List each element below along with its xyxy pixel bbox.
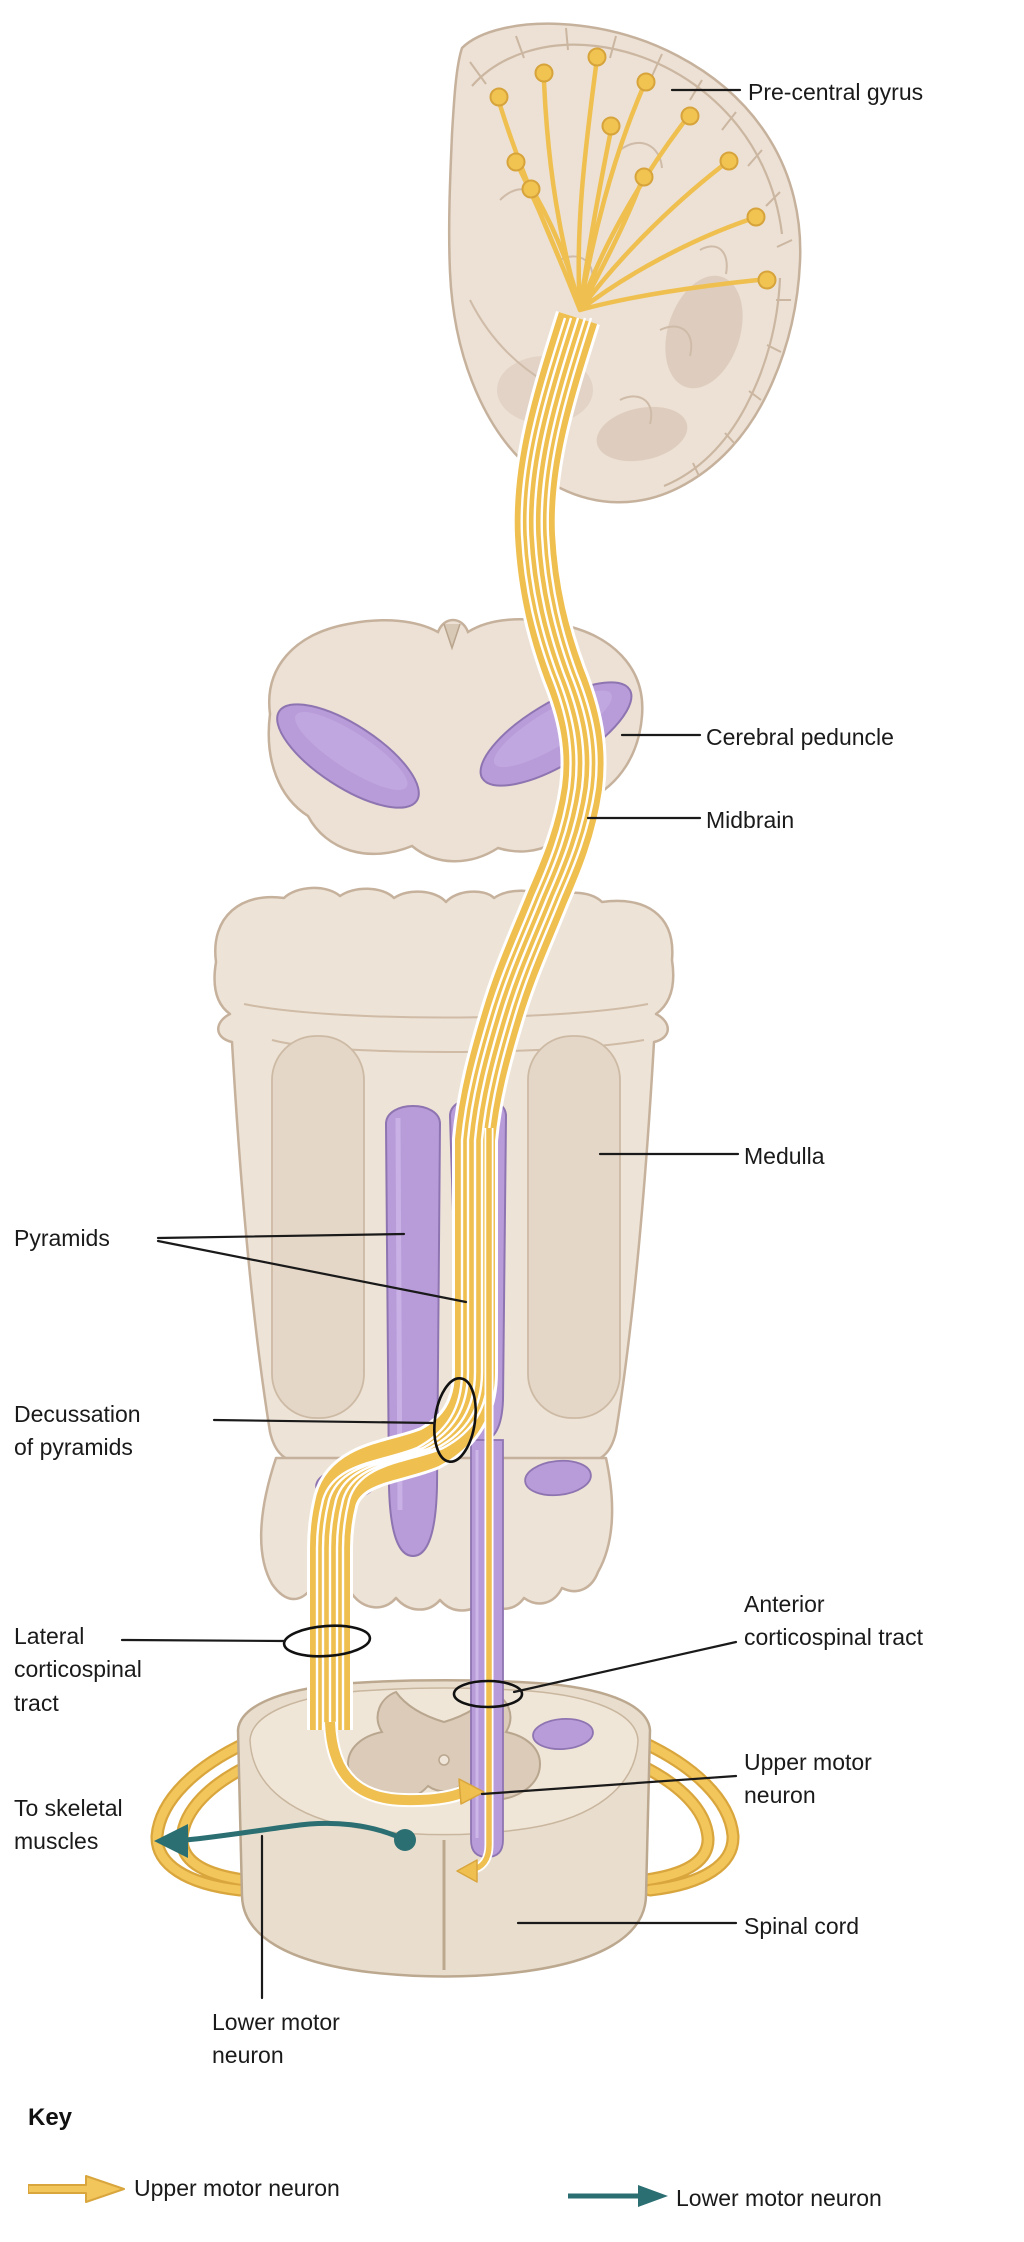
bundle-fiber-separators	[315, 317, 598, 1730]
annotation-circles	[282, 1377, 524, 1709]
medulla-illustration	[213, 886, 675, 1612]
neuron-boutons	[489, 47, 777, 290]
medulla-olive-right	[527, 1035, 621, 1419]
medulla-olive-left	[271, 1035, 365, 1419]
label-upper-motor-neuron: Upper motor neuron	[744, 1749, 872, 1809]
corticospinal-fiber-bundle	[307, 311, 607, 1883]
cortical-neurons	[489, 47, 777, 313]
anterior-tract-cord-oval	[532, 1717, 594, 1751]
key-upper-motor-neuron-label: Upper motor neuron	[134, 2175, 340, 2201]
neuron-branches	[497, 63, 761, 313]
label-cerebral-peduncle: Cerebral peduncle	[706, 724, 894, 750]
label-midbrain: Midbrain	[706, 807, 795, 833]
anterior-tract-circle	[452, 1679, 524, 1709]
upper-motor-terminal	[325, 1721, 470, 1806]
leader-lines	[120, 88, 742, 2000]
label-lateral-corticospinal-tract: Lateral corticospinal tract	[14, 1623, 142, 1716]
central-canal	[438, 1754, 450, 1766]
label-anterior-corticospinal-tract: Anterior corticospinal tract	[744, 1591, 923, 1651]
lower-motor-neuron-axon	[154, 1820, 416, 1858]
decussation-circle	[433, 1377, 477, 1463]
upper-motor-arrowhead	[458, 1778, 485, 1805]
key-lower-motor-neuron-label: Lower motor neuron	[676, 2185, 882, 2211]
label-pyramids: Pyramids	[14, 1225, 110, 1251]
lateral-tract-circle	[282, 1624, 372, 1658]
anterior-fiber-arrowhead	[456, 1859, 478, 1883]
label-lower-motor-neuron: Lower motor neuron	[212, 2009, 340, 2069]
label-spinal-cord: Spinal cord	[744, 1913, 860, 1939]
pyramid-left	[384, 1105, 442, 1558]
lower-motor-axon-path	[185, 1820, 407, 1843]
label-medulla: Medulla	[744, 1143, 825, 1169]
lower-motor-neuron-arrow-icon	[568, 2185, 668, 2207]
anterior-tract-cross-section-oval	[524, 1459, 592, 1497]
label-decussation-of-pyramids: Decussation of pyramids	[14, 1401, 141, 1461]
label-precentral-gyrus: Pre-central gyrus	[748, 79, 924, 105]
cerebral-peduncle-left-highlight	[295, 711, 408, 790]
cerebral-aqueduct-notch	[443, 623, 461, 651]
lower-motor-soma	[394, 1829, 416, 1851]
key-title: Key	[28, 2104, 73, 2131]
lower-motor-arrowhead	[154, 1824, 188, 1858]
spinal-cord-illustration	[150, 1679, 740, 1978]
label-to-skeletal-muscles: To skeletal muscles	[14, 1795, 123, 1855]
upper-motor-neuron-arrow-icon	[28, 2175, 125, 2203]
